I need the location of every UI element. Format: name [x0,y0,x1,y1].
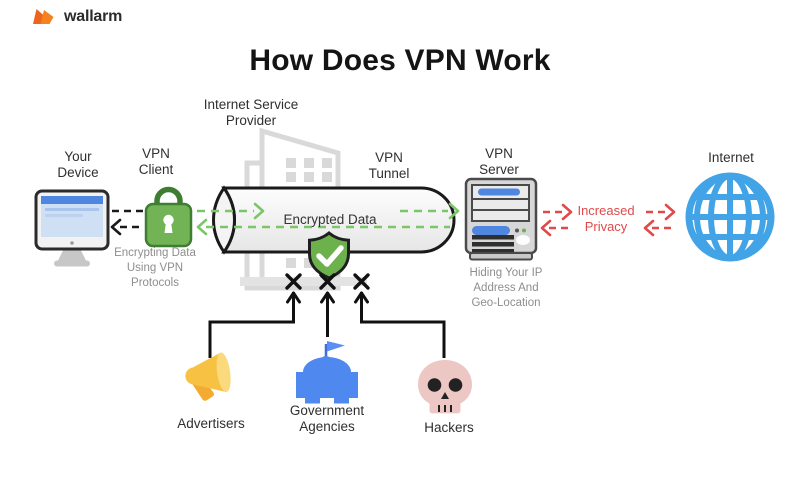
encrypted-flow-arrows [196,202,460,236]
label-increased-privacy: Increased Privacy [577,203,635,234]
wallarm-flag-icon [33,9,54,24]
computer-monitor-icon [34,189,110,267]
padlock-icon [144,186,193,248]
label-encrypted-data: Encrypted Data [283,212,377,227]
label-vpn-tunnel: VPN Tunnel [368,150,410,182]
x-mark-icons [285,273,370,290]
label-advertisers: Advertisers [177,416,245,431]
threat-connectors [208,291,446,358]
device-arrows [110,209,144,236]
brand-logo: wallarm [33,8,122,26]
globe-icon [685,172,775,262]
megaphone-icon [185,352,231,401]
label-vpn-server: VPN Server [479,146,519,178]
vpn-tunnel-shape [212,185,456,255]
server-tower-icon [464,177,538,261]
caption-vpn-server: Hiding Your IP Address And Geo-Location [469,267,543,309]
caption-vpn-client: Encrypting Data Using VPN Protocols [114,247,196,289]
label-vpn-client: VPN Client [138,146,174,178]
label-isp: Internet Service Provider [203,97,299,129]
label-internet: Internet [708,150,754,165]
page-title: How Does VPN Work [249,44,551,77]
privacy-arrows [540,203,676,237]
skull-icon [418,360,472,414]
label-government-agencies: Government Agencies [289,403,365,435]
label-hackers: Hackers [424,420,474,435]
brand-name: wallarm [64,8,123,25]
government-building-icon [296,341,358,404]
label-your-device: Your Device [57,149,99,181]
